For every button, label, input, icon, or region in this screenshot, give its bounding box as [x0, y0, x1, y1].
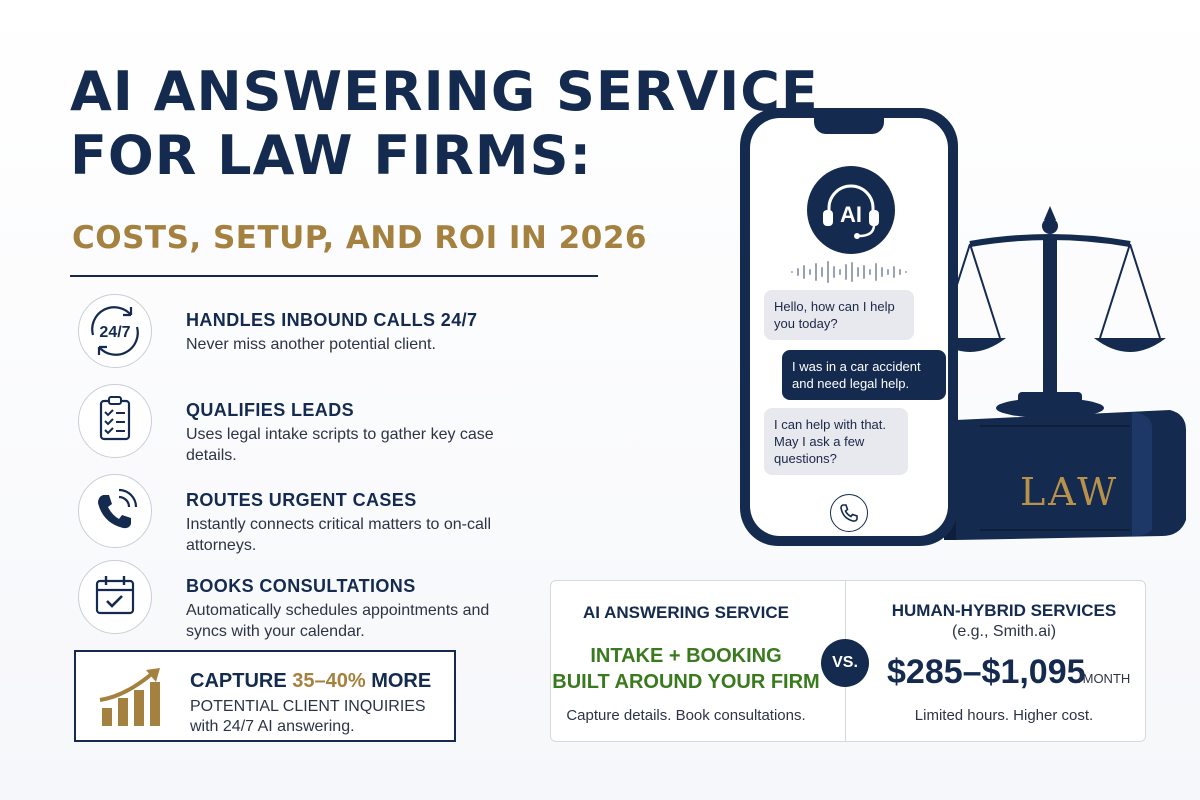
law-book-label: LAW	[1020, 470, 1120, 514]
ai-label: AI	[840, 202, 862, 227]
capture-line-3: with 24/7 AI answering.	[190, 718, 355, 735]
feature-description: Uses legal intake scripts to gather key …	[186, 426, 494, 464]
chat-bubble-ai: I can help with that. May I ask a few qu…	[764, 408, 908, 475]
feature-qualifies-leads: QUALIFIES LEADS Uses legal intake script…	[78, 384, 598, 464]
human-hybrid-heading: HUMAN-HYBRID SERVICES	[891, 601, 1117, 620]
chat-bubble-ai: Hello, how can I help you today?	[764, 290, 914, 340]
price-unit: /MONTH	[1079, 671, 1131, 686]
feature-routes-urgent: ROUTES URGENT CASES Instantly connects c…	[78, 474, 598, 554]
feature-inbound-calls: 24/7 HANDLES INBOUND CALLS 24/7 Never mi…	[78, 294, 598, 374]
ai-highlight-line-1: INTAKE + BOOKING	[590, 645, 782, 667]
clock-icon-text: 24/7	[99, 324, 130, 341]
title-line-2: FOR LAW FIRMS:	[70, 124, 593, 187]
human-hybrid-example: (e.g., Smith.ai)	[951, 623, 1057, 640]
human-hybrid-price: $285–$1,095	[887, 653, 1086, 691]
calendar-check-icon	[78, 560, 152, 634]
call-button[interactable]	[830, 494, 868, 532]
ai-highlight-line-2: BUILT AROUND YOUR FIRM	[552, 671, 820, 693]
capture-detail: POTENTIAL CLIENT INQUIRIES with 24/7 AI …	[190, 697, 426, 737]
vs-badge: VS.	[821, 639, 869, 687]
feature-heading: ROUTES URGENT CASES	[186, 490, 417, 510]
phone-icon	[840, 504, 858, 522]
phone-screen: AI Hello, how can I help you today? I wa…	[750, 118, 948, 536]
human-hybrid-footer: Limited hours. Higher cost.	[914, 707, 1094, 724]
feature-heading: HANDLES INBOUND CALLS 24/7	[186, 310, 478, 330]
capture-prefix: CAPTURE	[190, 670, 287, 692]
feature-description: Instantly connects critical matters to o…	[186, 516, 492, 554]
ai-service-footer: Capture details. Book consultations.	[566, 707, 806, 724]
voice-waveform-icon	[791, 261, 907, 283]
title-divider	[70, 275, 598, 277]
chat-bubble-user: I was in a car accident and need legal h…	[782, 350, 946, 400]
feature-heading: QUALIFIES LEADS	[186, 400, 355, 420]
capture-line-2: POTENTIAL CLIENT INQUIRIES	[190, 698, 426, 715]
feature-books-consultations: BOOKS CONSULTATIONS Automatically schedu…	[78, 560, 598, 640]
clock-24-7-icon: 24/7	[78, 294, 152, 368]
phone-ringing-icon	[78, 474, 152, 548]
phone-illustration: AI Hello, how can I help you today? I wa…	[740, 108, 958, 546]
page-title: AI ANSWERING SERVICE FOR LAW FIRMS:	[70, 60, 819, 188]
comparison-panel: AI ANSWERING SERVICE INTAKE + BOOKING BU…	[550, 580, 1146, 742]
capture-suffix: MORE	[371, 670, 432, 692]
capture-callout: CAPTURE 35–40% MORE POTENTIAL CLIENT INQ…	[74, 650, 456, 742]
scales-and-law-book-illustration	[934, 206, 1186, 540]
capture-headline: CAPTURE 35–40% MORE	[190, 670, 431, 693]
capture-percent: 35–40%	[292, 670, 366, 692]
feature-description: Automatically schedules appointments and…	[186, 602, 490, 640]
ai-service-heading: AI ANSWERING SERVICE	[583, 603, 789, 622]
title-line-1: AI ANSWERING SERVICE	[70, 60, 819, 123]
growth-chart-icon	[99, 668, 160, 726]
phone-notch	[814, 118, 884, 134]
ai-service-highlight: INTAKE + BOOKING BUILT AROUND YOUR FIRM	[551, 643, 821, 695]
feature-description: Never miss another potential client.	[186, 336, 436, 353]
ai-headset-icon: AI	[807, 166, 895, 254]
page-subtitle: COSTS, SETUP, AND ROI IN 2026	[72, 220, 647, 256]
clipboard-checklist-icon	[78, 384, 152, 458]
feature-heading: BOOKS CONSULTATIONS	[186, 576, 416, 596]
